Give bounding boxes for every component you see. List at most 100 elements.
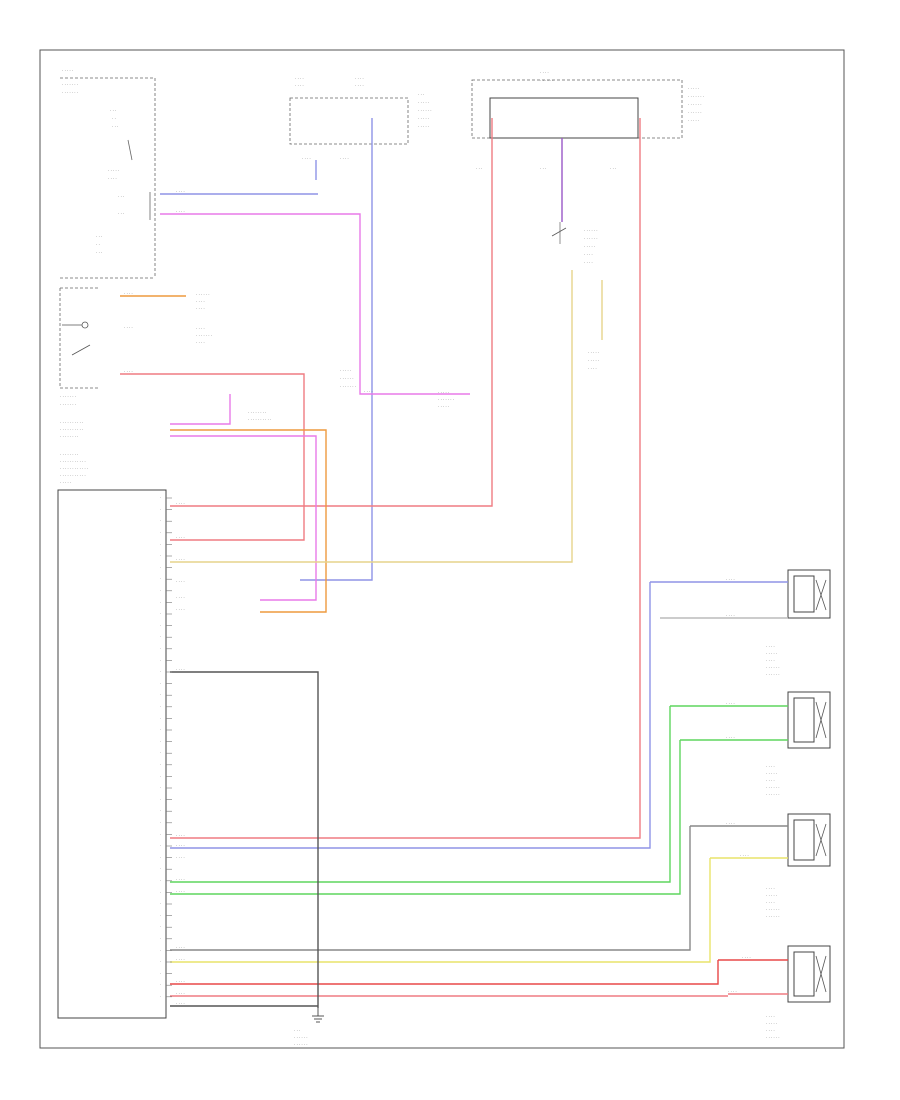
svg-text:· · · ·: · · · · <box>355 83 364 88</box>
instrument-cluster: · · · · · · · · · · · · · · · · · · · · … <box>60 68 156 279</box>
svg-text:· · · ·: · · · · <box>196 326 205 331</box>
svg-text:· · · · · ·: · · · · · · <box>766 665 780 670</box>
abs-pin-label-29: · <box>160 821 161 825</box>
abs-pin-label-44: · <box>160 995 161 999</box>
wire-tan-brake <box>170 270 573 563</box>
fuse-block-right: · · · · · · · · · · · · · · · · · · · · … <box>471 70 704 171</box>
svg-text:· · · · · · · · · · ·: · · · · · · · · · · · <box>60 459 86 464</box>
svg-text:· · · · · ·: · · · · · · <box>766 792 780 797</box>
wire-label-29: · · · · <box>742 955 751 960</box>
abs-pin-label-30: · <box>160 832 161 836</box>
wire-label-19: · · · · <box>176 957 185 962</box>
abs-control-module: · · · · · · · · · · · · · · · · · · · · … <box>57 452 167 1019</box>
svg-text:· · · · ·: · · · · · <box>438 404 449 409</box>
abs-pin-label-24: · <box>160 763 161 767</box>
svg-text:· · · · · · ·: · · · · · · · <box>62 90 78 95</box>
sensor-lf <box>787 945 831 1003</box>
wire-label-6: · · · · <box>176 501 185 506</box>
svg-text:· · · ·: · · · · <box>766 1014 775 1019</box>
svg-text:· · · ·: · · · · <box>584 260 593 265</box>
wire-label-23: · · · · <box>726 577 735 582</box>
abs-pin-label-9: · <box>160 589 161 593</box>
svg-text:· · ·: · · · <box>540 166 546 171</box>
abs-pin-label-33: · <box>160 867 161 871</box>
svg-text:· · · · ·: · · · · · <box>418 124 429 129</box>
abs-pin-label-8: · <box>160 577 161 581</box>
svg-text:· · · · ·: · · · · · <box>60 480 71 485</box>
wire-orange-sig <box>170 429 327 613</box>
svg-text:· · · · ·: · · · · · <box>766 771 777 776</box>
wire-label-20: · · · · <box>176 979 185 984</box>
svg-text:· · · · · ·: · · · · · · <box>294 1042 308 1047</box>
svg-text:· · · ·: · · · · <box>584 252 593 257</box>
wire-label-7: · · · · <box>176 535 185 540</box>
svg-text:· · · ·: · · · · <box>588 366 597 371</box>
wire-label-24: · · · · <box>726 613 735 618</box>
svg-text:· · · · ·: · · · · · <box>766 651 777 656</box>
svg-text:· · · · · · ·: · · · · · · · <box>60 402 76 407</box>
svg-text:· · ·: · · · <box>110 108 116 113</box>
svg-text:· · · · · ·: · · · · · · <box>540 78 554 83</box>
abs-pin-label-35: · <box>160 890 161 894</box>
svg-text:· · · · ·: · · · · · <box>418 100 429 105</box>
sensor-lr <box>787 813 831 867</box>
wire-label-1: · · · · <box>176 209 185 214</box>
svg-text:· · ·: · · · <box>118 194 124 199</box>
svg-text:· · · · · · ·: · · · · · · · <box>438 397 454 402</box>
svg-text:· · · · · ·: · · · · · · <box>584 236 598 241</box>
abs-pin-label-28: · <box>160 809 161 813</box>
svg-text:· · · ·: · · · · <box>766 658 775 663</box>
svg-text:· · · · · · · · · · ·: · · · · · · · · · · · <box>60 473 86 478</box>
svg-text:· · · · · ·: · · · · · · <box>766 1035 780 1040</box>
fuse-block-top: · · · · · · · · · · · · · · · · · · · · … <box>289 76 432 161</box>
abs-pin-label-12: · <box>160 624 161 628</box>
wire-label-12: · · · · <box>176 667 185 672</box>
abs-pin-label-17: · <box>160 682 161 686</box>
wire-label-2: · · · · <box>124 291 133 296</box>
svg-text:· · · · ·: · · · · · <box>588 358 599 363</box>
wire-label-3: · · · · <box>124 325 133 330</box>
abs-pin-label-15: · <box>160 658 161 662</box>
abs-pin-label-5: · <box>160 542 161 546</box>
svg-text:· · · ·: · · · · <box>540 70 549 75</box>
wire-blue-vertical <box>300 118 373 581</box>
wire-label-9: · · · · <box>176 579 185 584</box>
svg-text:· · · · · · · · · ·: · · · · · · · · · · <box>60 427 83 432</box>
svg-text:· · · · · · ·: · · · · · · · <box>60 394 76 399</box>
wire-label-13: · · · · <box>176 833 185 838</box>
wire-yellow-lr-v <box>170 858 711 963</box>
svg-text:· · · · · ·: · · · · · · <box>340 376 354 381</box>
svg-text:· · ·: · · · <box>96 234 102 239</box>
wire-label-27: · · · · <box>726 821 735 826</box>
abs-pin-label-4: · <box>160 531 161 535</box>
abs-pin-label-27: · <box>160 798 161 802</box>
svg-text:· · · ·: · · · · <box>766 1028 775 1033</box>
abs-pin-label-34: · <box>160 879 161 883</box>
traction-control-switch: · · · · · · · · · · · · · · <box>59 287 100 407</box>
abs-pin-label-21: · <box>160 728 161 732</box>
svg-text:· · · ·: · · · · <box>355 76 364 81</box>
wire-label-28: · · · · <box>740 853 749 858</box>
svg-text:· · ·: · · · <box>118 211 124 216</box>
svg-text:· · · · · · ·: · · · · · · · <box>196 333 212 338</box>
abs-pin-label-1: · <box>160 496 161 500</box>
wire-label-16: · · · · <box>176 877 185 882</box>
svg-text:· · · ·: · · · · <box>766 644 775 649</box>
svg-text:· · · ·: · · · · <box>196 306 205 311</box>
svg-text:· · · · ·: · · · · · <box>766 1021 777 1026</box>
wire-green-rr1-v <box>170 706 671 883</box>
abs-pin-label-32: · <box>160 856 161 860</box>
abs-pin-label-26: · <box>160 786 161 790</box>
svg-text:· · · · · · · · · ·: · · · · · · · · · · <box>60 420 83 425</box>
svg-text:· · · · · ·: · · · · · · <box>688 102 702 107</box>
abs-pin-label-13: · <box>160 635 161 639</box>
splice-labels: · · · · · · · · · · · · · · · · · · · · … <box>60 292 454 439</box>
svg-text:· · · ·: · · · · <box>340 156 349 161</box>
wire-label-4: · · · · <box>124 369 133 374</box>
abs-pin-label-40: · <box>160 948 161 952</box>
wire-pink-right <box>170 118 641 839</box>
svg-text:· ·: · · <box>112 116 116 121</box>
svg-text:· · · · ·: · · · · · <box>588 350 599 355</box>
svg-text:· · · · · ·: · · · · · · <box>584 228 598 233</box>
wire-label-18: · · · · <box>176 945 185 950</box>
